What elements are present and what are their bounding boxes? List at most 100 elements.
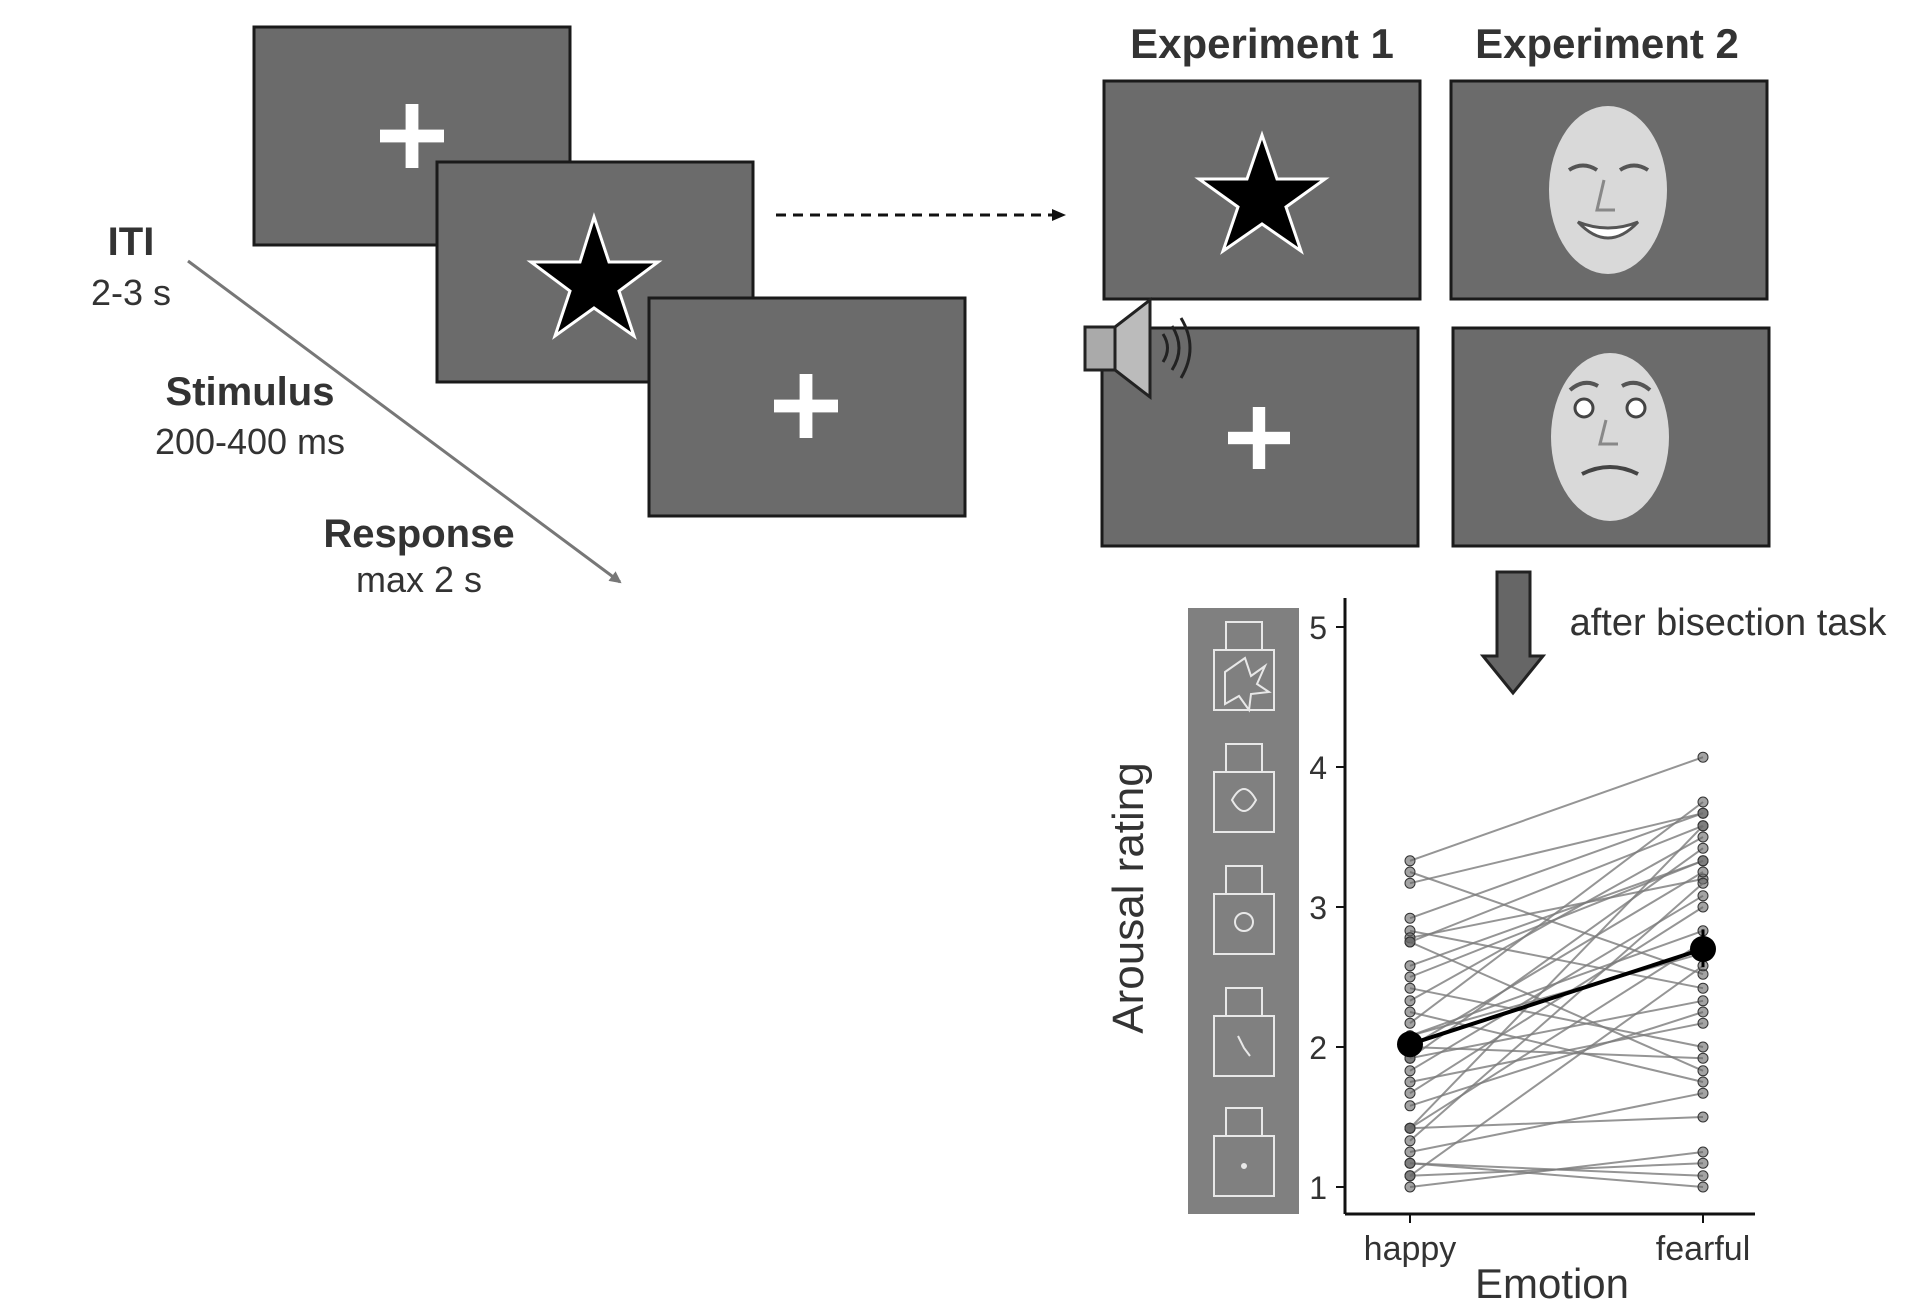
mean-line xyxy=(1409,947,1704,1047)
participant-point xyxy=(1404,1181,1416,1193)
participant-point xyxy=(1404,1146,1416,1158)
participant-line xyxy=(1409,906,1704,1095)
participant-point xyxy=(1697,842,1709,854)
down-arrow-icon xyxy=(1479,570,1547,696)
participant-point xyxy=(1697,877,1709,889)
mean-point xyxy=(1397,1031,1423,1058)
participant-line xyxy=(1409,825,1704,1129)
participant-point xyxy=(1697,1181,1709,1193)
participant-point xyxy=(1697,1017,1709,1029)
participant-line xyxy=(1409,1162,1704,1188)
participant-point xyxy=(1404,995,1416,1007)
participant-point xyxy=(1404,1170,1416,1182)
iti-duration: 2-3 s xyxy=(91,272,171,313)
y-tick-label: 4 xyxy=(1309,750,1327,786)
participant-point xyxy=(1697,796,1709,808)
participant-point xyxy=(1697,982,1709,994)
happy-face-icon xyxy=(1549,106,1667,274)
star-icon xyxy=(526,212,663,340)
participant-point xyxy=(1404,855,1416,867)
participant-point xyxy=(1697,1076,1709,1088)
participant-point xyxy=(1697,901,1709,913)
sam-strip xyxy=(1188,608,1299,1214)
participant-line xyxy=(1409,929,1704,1037)
participant-line xyxy=(1409,847,1704,1060)
participant-point xyxy=(1697,1065,1709,1077)
participant-point xyxy=(1697,831,1709,843)
participant-point xyxy=(1404,971,1416,983)
participant-point xyxy=(1404,1006,1416,1018)
participant-point xyxy=(1697,890,1709,902)
participant-point xyxy=(1697,1006,1709,1018)
participant-point xyxy=(1404,1122,1416,1134)
sam-manikin-icon xyxy=(1213,743,1275,833)
sam-manikin-icon xyxy=(1213,987,1275,1077)
participant-point xyxy=(1404,877,1416,889)
participant-line xyxy=(1409,882,1704,1142)
y-tick-label: 3 xyxy=(1309,890,1327,926)
experiment-2-panel xyxy=(1449,79,1771,548)
participant-point xyxy=(1404,912,1416,924)
experiment-2-title: Experiment 2 xyxy=(1475,20,1739,67)
participant-line xyxy=(1409,999,1704,1060)
participant-line xyxy=(1409,1092,1704,1153)
participant-line xyxy=(1409,756,1704,862)
participant-point xyxy=(1404,1017,1416,1029)
participant-point xyxy=(1697,1041,1709,1053)
participant-line xyxy=(1409,824,1704,943)
participant-line xyxy=(1409,812,1704,920)
participant-point xyxy=(1697,866,1709,878)
mean-point xyxy=(1690,936,1716,962)
iti-label: ITI xyxy=(108,220,155,264)
participant-line xyxy=(1409,1162,1704,1177)
participant-line xyxy=(1409,836,1704,1002)
sam-manikin-icon xyxy=(1213,621,1275,713)
y-tick-label: 5 xyxy=(1309,610,1327,646)
participant-point xyxy=(1697,1157,1709,1169)
experiment-1-title: Experiment 1 xyxy=(1130,20,1394,67)
fearful-face-icon xyxy=(1551,353,1669,521)
participant-line xyxy=(1409,1011,1704,1107)
participant-line xyxy=(1409,871,1704,976)
participant-line xyxy=(1409,859,1704,967)
participant-point xyxy=(1404,1076,1416,1088)
star-icon xyxy=(1194,130,1330,255)
participant-point xyxy=(1404,936,1416,948)
stimulus-label: Stimulus xyxy=(166,370,335,414)
participant-line xyxy=(1409,941,1704,1130)
participant-point xyxy=(1697,855,1709,867)
participant-point xyxy=(1404,960,1416,972)
sam-scale xyxy=(1188,608,1299,1214)
trial-sequence xyxy=(252,25,967,518)
participant-point xyxy=(1404,1135,1416,1147)
participant-line xyxy=(1409,1022,1704,1083)
participant-line xyxy=(1409,941,1704,1072)
participant-lines xyxy=(1404,751,1709,1193)
participant-point xyxy=(1697,1146,1709,1158)
x-axis-label: Emotion xyxy=(1475,1260,1629,1307)
x-tick-label: fearful xyxy=(1656,1230,1751,1268)
flow-note: after bisection task xyxy=(1570,602,1888,644)
participant-point xyxy=(1404,1065,1416,1077)
time-arrow xyxy=(187,259,622,584)
participant-point xyxy=(1697,807,1709,819)
participant-line xyxy=(1409,964,1704,1177)
participant-point xyxy=(1697,1052,1709,1064)
participant-point xyxy=(1697,1170,1709,1182)
timeline: ITI 2-3 s Stimulus 200-400 ms Response m… xyxy=(91,220,622,600)
sam-manikin-icon xyxy=(1213,1107,1275,1197)
response-duration: max 2 s xyxy=(356,559,482,600)
stimulus-duration: 200-400 ms xyxy=(155,421,345,462)
response-label: Response xyxy=(323,512,514,556)
participant-point xyxy=(1697,995,1709,1007)
participant-point xyxy=(1404,1100,1416,1112)
participant-point xyxy=(1404,982,1416,994)
participant-point xyxy=(1697,820,1709,832)
y-tick-label: 1 xyxy=(1309,1170,1327,1206)
participant-point xyxy=(1404,1087,1416,1099)
participant-line xyxy=(1409,812,1704,885)
